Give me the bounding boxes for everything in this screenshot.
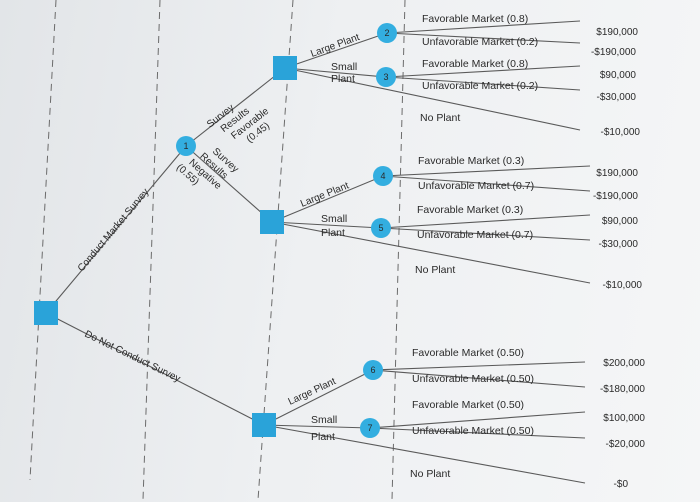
label-ns-small-plant-1: Small bbox=[311, 414, 337, 426]
branch-neg-large bbox=[271, 175, 384, 223]
branch-neg-no-plant bbox=[271, 221, 591, 284]
decision-node-favorable bbox=[273, 56, 297, 80]
svg-text:4: 4 bbox=[380, 171, 385, 181]
payoff-ns-5: -$0 bbox=[614, 479, 629, 490]
outcome-fav-n2-unfavorable: Unfavorable Market (0.2) bbox=[422, 36, 538, 48]
payoff-fav-4: -$30,000 bbox=[597, 92, 637, 103]
payoff-fav-3: $90,000 bbox=[600, 70, 637, 81]
chance-node-3: 3 bbox=[376, 67, 396, 87]
payoff-ns-1: $200,000 bbox=[603, 358, 645, 369]
outcome-neg-n5-unfavorable: Unfavorable Market (0.7) bbox=[417, 229, 533, 241]
label-fav-small-plant-1: Small bbox=[331, 61, 357, 73]
svg-text:7: 7 bbox=[367, 423, 372, 433]
decision-node-root bbox=[34, 301, 58, 325]
label-ns-small-plant-2: Plant bbox=[311, 431, 335, 443]
branch-results-favorable bbox=[185, 67, 286, 147]
out-neg-n4-a bbox=[382, 165, 591, 177]
decision-node-negative bbox=[260, 210, 284, 234]
outcome-neg-n4-favorable: Favorable Market (0.3) bbox=[418, 155, 524, 167]
out-neg-n5-a bbox=[380, 214, 591, 229]
payoff-fav-5: -$10,000 bbox=[601, 127, 641, 138]
label-conduct-survey: Conduct Market Survey bbox=[76, 187, 152, 274]
chance-node-6: 6 bbox=[363, 360, 383, 380]
outcome-neg-n4-unfavorable: Unfavorable Market (0.7) bbox=[418, 180, 534, 192]
payoff-ns-4: -$20,000 bbox=[606, 439, 646, 450]
branch-conduct-survey bbox=[45, 145, 187, 314]
chance-node-2: 2 bbox=[377, 23, 397, 43]
svg-text:3: 3 bbox=[383, 72, 388, 82]
payoff-fav-1: $190,000 bbox=[596, 27, 638, 38]
payoff-fav-2: -$190,000 bbox=[591, 47, 636, 58]
payoff-neg-4: -$30,000 bbox=[599, 239, 639, 250]
branch-fav-no-plant bbox=[284, 67, 581, 131]
label-neg-no-plant: No Plant bbox=[415, 264, 455, 276]
branch-fav-large bbox=[284, 32, 388, 69]
chance-node-7: 7 bbox=[360, 418, 380, 438]
outcome-fav-n3-unfavorable: Unfavorable Market (0.2) bbox=[422, 80, 538, 92]
out-ns-n6-a bbox=[372, 361, 586, 371]
svg-text:6: 6 bbox=[370, 365, 375, 375]
branch-fav-small bbox=[284, 67, 387, 78]
payoff-neg-2: -$190,000 bbox=[593, 191, 638, 202]
branch-nosurvey-no-plant bbox=[263, 424, 586, 484]
label-neg-large-plant: Large Plant bbox=[299, 180, 351, 209]
branch-results-negative bbox=[185, 145, 273, 223]
payoff-ns-2: -$180,000 bbox=[600, 384, 645, 395]
outcome-ns-n6-unfavorable: Unfavorable Market (0.50) bbox=[412, 373, 534, 385]
out-ns-n6-b bbox=[372, 369, 586, 388]
label-ns-no-plant: No Plant bbox=[410, 468, 450, 480]
out-neg-n4-b bbox=[382, 175, 591, 192]
out-fav-n2-b bbox=[386, 32, 581, 44]
out-fav-n3-b bbox=[385, 76, 581, 91]
branch-nosurvey-small bbox=[263, 424, 371, 429]
guide-line-2 bbox=[142, 0, 161, 501]
outcome-ns-n6-favorable: Favorable Market (0.50) bbox=[412, 347, 524, 359]
outcome-fav-n2-favorable: Favorable Market (0.8) bbox=[422, 13, 528, 25]
out-neg-n5-b bbox=[380, 227, 591, 241]
chance-node-5: 5 bbox=[371, 218, 391, 238]
outcome-ns-n7-favorable: Favorable Market (0.50) bbox=[412, 399, 524, 411]
payoff-neg-3: $90,000 bbox=[602, 216, 639, 227]
chance-node-4: 4 bbox=[373, 166, 393, 186]
out-fav-n2-a bbox=[386, 20, 581, 34]
decision-node-no-survey bbox=[252, 413, 276, 437]
chance-node-1: 1 bbox=[176, 136, 196, 156]
guide-line-1 bbox=[29, 0, 57, 481]
out-ns-n7-b bbox=[369, 427, 586, 439]
payoff-neg-1: $190,000 bbox=[596, 168, 638, 179]
out-fav-n3-a bbox=[385, 65, 581, 78]
payoff-neg-5: -$10,000 bbox=[603, 280, 643, 291]
label-fav-large-plant: Large Plant bbox=[309, 32, 361, 60]
svg-text:5: 5 bbox=[378, 223, 383, 233]
svg-text:2: 2 bbox=[384, 28, 389, 38]
label-fav-no-plant: No Plant bbox=[420, 112, 460, 124]
label-neg-small-plant-1: Small bbox=[321, 213, 347, 225]
label-neg-small-plant-2: Plant bbox=[321, 227, 345, 239]
branch-neg-small bbox=[271, 221, 382, 229]
payoff-ns-3: $100,000 bbox=[603, 413, 645, 424]
branch-nosurvey-large bbox=[263, 369, 374, 426]
outcome-fav-n3-favorable: Favorable Market (0.8) bbox=[422, 58, 528, 70]
svg-text:1: 1 bbox=[183, 141, 188, 151]
outcome-ns-n7-unfavorable: Unfavorable Market (0.50) bbox=[412, 425, 534, 437]
label-fav-small-plant-2: Plant bbox=[331, 73, 355, 85]
branch-no-survey bbox=[45, 312, 265, 426]
out-ns-n7-a bbox=[369, 411, 586, 429]
label-no-survey: Do Not Conduct Survey bbox=[83, 329, 182, 385]
outcome-neg-n5-favorable: Favorable Market (0.3) bbox=[417, 204, 523, 216]
